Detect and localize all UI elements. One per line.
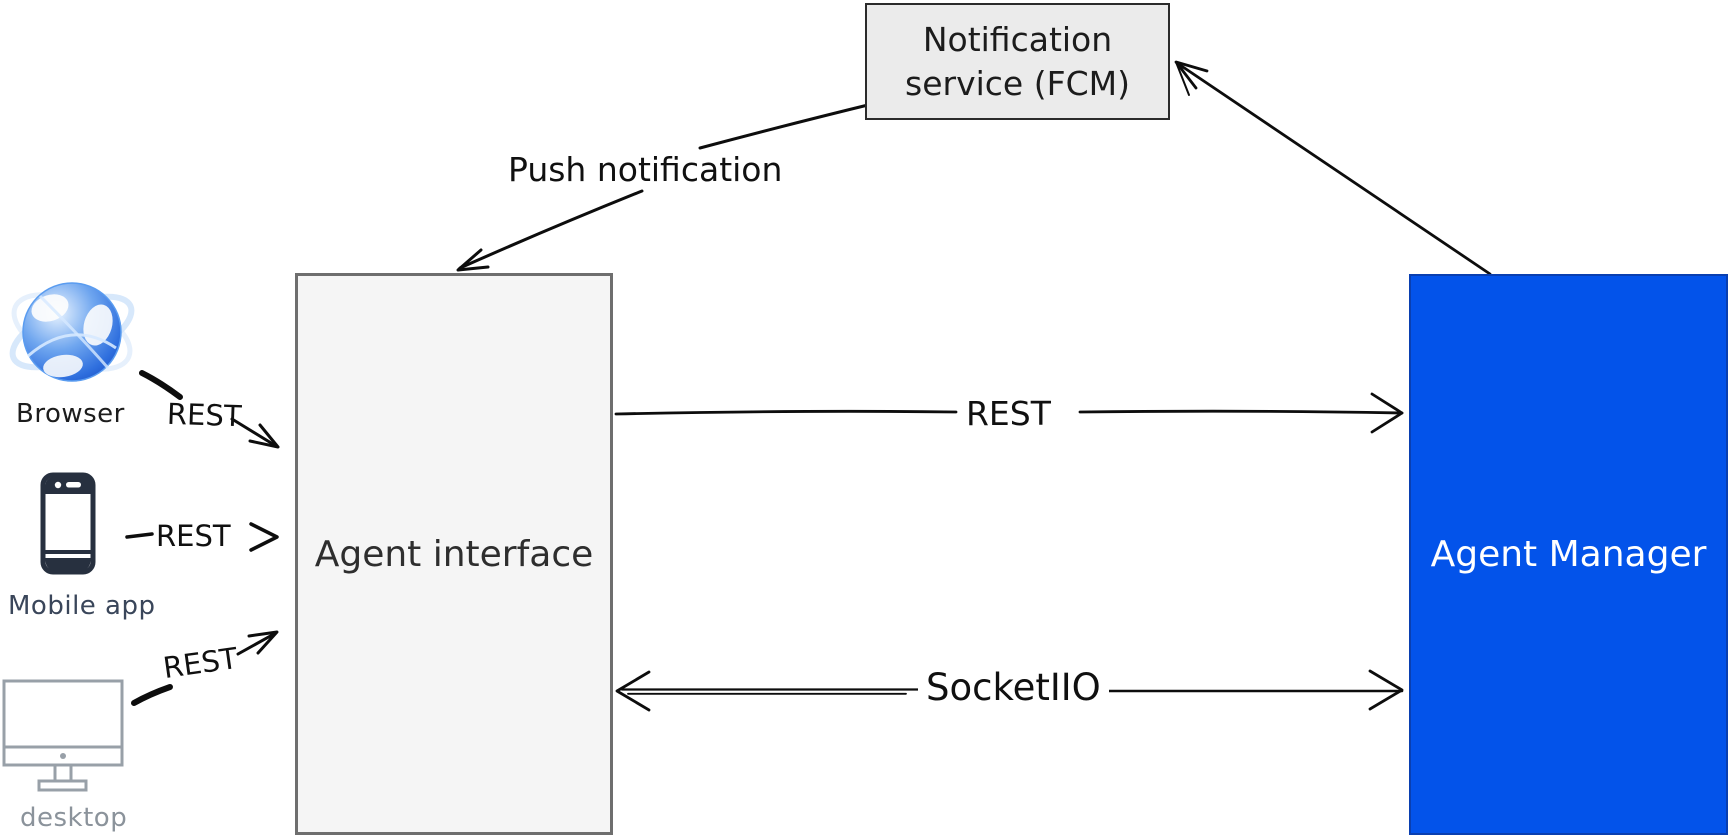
socket-label: SocketIIO [918, 666, 1109, 709]
browser-rest-label: REST [166, 396, 243, 434]
desktop-label: desktop [20, 803, 128, 833]
smartphone-icon [40, 472, 96, 575]
agent-interface-label: Agent interface [314, 533, 594, 575]
desktop-rest-label: REST [160, 640, 240, 686]
browser-label: Browser [16, 399, 125, 429]
globe-icon [9, 282, 135, 382]
mobile-rest-label: REST [156, 519, 231, 553]
node-agent-manager: Agent Manager [1409, 274, 1728, 835]
node-agent-interface: Agent interface [295, 273, 613, 835]
node-notification-service: Notification service (FCM) [865, 3, 1170, 120]
agent-manager-label: Agent Manager [1430, 534, 1707, 575]
monitor-icon [2, 679, 124, 792]
mobile-app-label: Mobile app [8, 591, 156, 621]
push-notification-label: Push notification [508, 150, 783, 189]
notification-service-label: Notification service (FCM) [905, 19, 1130, 103]
rest-main-label: REST [958, 394, 1059, 433]
edge-manager-to-fcm [1174, 60, 1492, 276]
